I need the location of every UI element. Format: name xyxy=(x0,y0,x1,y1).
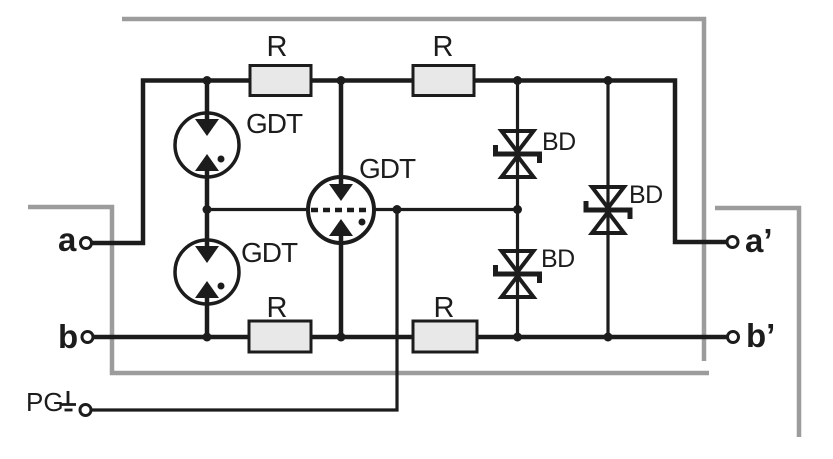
terminal-a: a xyxy=(58,221,93,258)
wire-pg xyxy=(91,209,399,412)
resistor-body xyxy=(411,64,476,97)
gdt-gas-dot xyxy=(217,155,225,163)
gdt-symbol-3-electrode: GDT xyxy=(306,153,417,245)
terminal-a-out-label: a’ xyxy=(745,222,773,259)
gdt-label: GDT xyxy=(246,108,303,139)
wire-a-to-a-out xyxy=(91,78,727,246)
resistor-body xyxy=(247,319,313,354)
terminal-pg-label: PG xyxy=(26,387,64,417)
junction-dot xyxy=(336,332,346,342)
resistor-symbol: R xyxy=(411,292,479,354)
terminal-circle xyxy=(78,403,93,417)
terminal-a-out: a’ xyxy=(725,222,773,259)
resistor-label: R xyxy=(267,31,288,63)
junction-dot xyxy=(603,76,613,85)
gdt-symbol: GDT xyxy=(173,237,299,306)
bd-label: BD xyxy=(629,181,663,209)
gdt-gas-dot xyxy=(358,218,366,226)
junction-dot xyxy=(202,76,212,85)
junction-dot xyxy=(336,76,346,85)
terminal-a-label: a xyxy=(58,221,77,258)
frame-top-right-segment xyxy=(122,16,707,361)
junction-dot xyxy=(513,332,522,342)
gdt-arrow-up xyxy=(195,154,219,171)
junction-dot xyxy=(392,205,402,214)
terminals: a b a’ b’ PG xyxy=(26,221,775,417)
terminal-pg: PG xyxy=(26,387,93,417)
terminal-circle xyxy=(79,236,93,250)
bd-symbols: BD BD BD xyxy=(493,128,663,299)
gdt-symbols: GDT GDT GDT xyxy=(173,108,417,306)
resistor-label: R xyxy=(434,292,455,324)
resistor-symbol: R xyxy=(247,292,313,354)
resistor-body xyxy=(411,319,479,354)
bd-z-bar xyxy=(583,201,633,219)
junction-dot xyxy=(603,332,613,342)
bd-label: BD xyxy=(542,128,576,156)
gdt-label: GDT xyxy=(241,237,298,268)
frame-left-bottom-segment xyxy=(28,204,709,376)
terminal-circle xyxy=(726,330,740,344)
gdt-arrow-up xyxy=(329,219,353,236)
gdt-arrow-down xyxy=(195,119,219,136)
terminal-b-out: b’ xyxy=(726,317,775,354)
terminal-circle xyxy=(80,330,95,344)
junction-dot xyxy=(202,332,212,342)
breakdown-diode-symbol: BD xyxy=(583,181,663,235)
frame-right-step-segment xyxy=(715,205,802,437)
junction-dot xyxy=(513,76,522,85)
junction-dot xyxy=(513,205,522,214)
bd-z-bar xyxy=(493,265,542,283)
gdt-gas-dot xyxy=(217,282,225,290)
gdt-label: GDT xyxy=(359,153,416,184)
terminal-b-out-label: b’ xyxy=(746,317,775,354)
junction-dot xyxy=(202,205,212,214)
terminal-b: b xyxy=(58,318,95,355)
bd-z-bar xyxy=(493,145,542,163)
breakdown-diode-symbol: BD xyxy=(493,245,575,299)
gdt-arrow-down xyxy=(195,246,219,263)
resistor-symbol: R xyxy=(411,31,476,97)
gdt-symbol: GDT xyxy=(173,108,304,179)
terminal-b-label: b xyxy=(58,318,78,355)
resistor-symbol: R xyxy=(248,31,313,97)
earth-ground-icon xyxy=(61,391,76,412)
gdt-arrow-down xyxy=(329,184,353,201)
gdt-arrow-up xyxy=(195,281,219,298)
resistor-label: R xyxy=(267,292,288,324)
resistor-label: R xyxy=(433,31,454,63)
resistors: R R R R xyxy=(247,31,479,354)
bd-label: BD xyxy=(541,245,575,273)
terminal-circle xyxy=(725,235,740,249)
breakdown-diode-symbol: BD xyxy=(493,128,576,179)
resistor-body xyxy=(248,64,313,97)
junction-dots xyxy=(202,76,613,342)
module-frame xyxy=(28,16,802,437)
